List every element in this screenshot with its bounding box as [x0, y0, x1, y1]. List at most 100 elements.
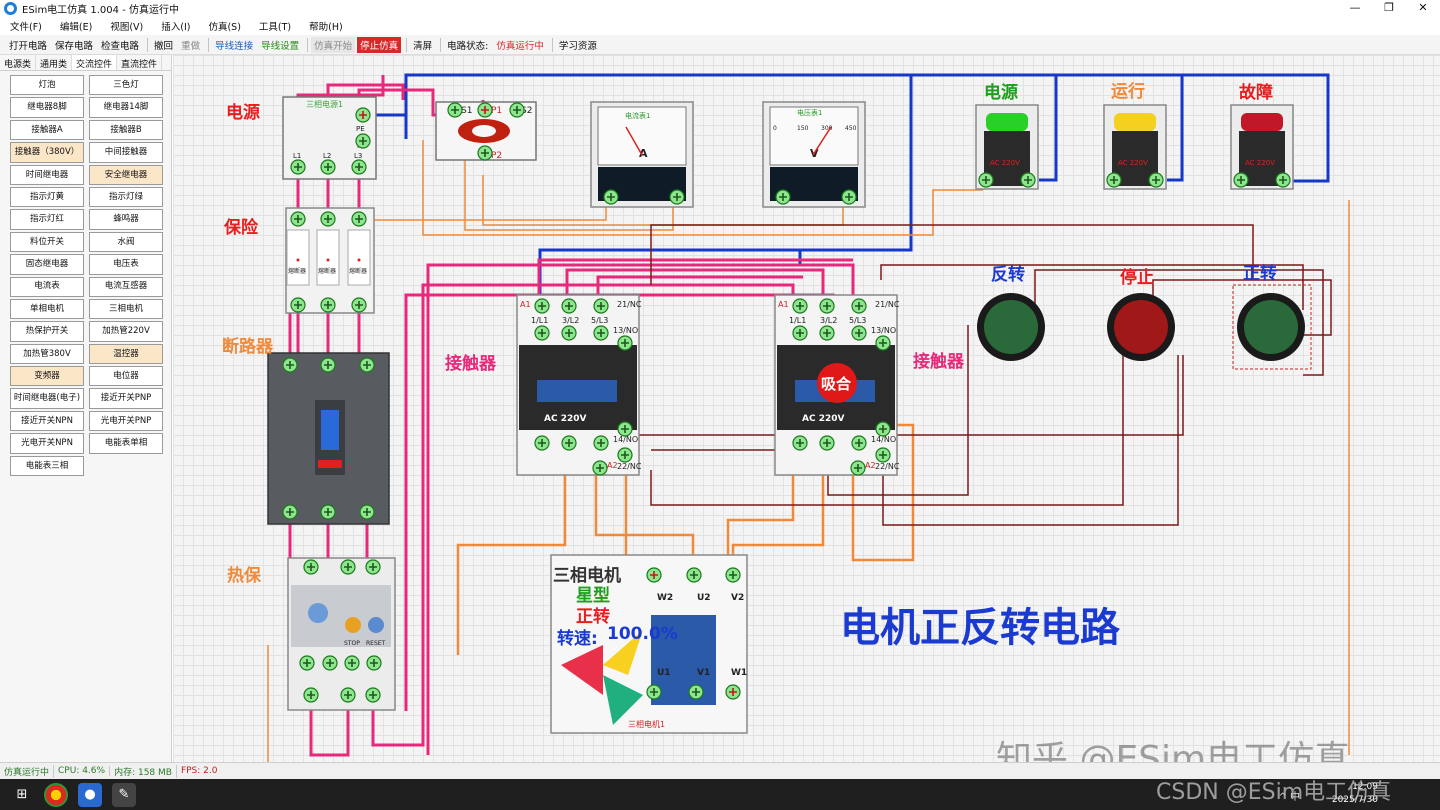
minimize-button[interactable]: —: [1349, 1, 1361, 14]
wire-settings-button[interactable]: 导线设置: [261, 40, 300, 52]
palette-item[interactable]: 光电开关NPN: [10, 433, 84, 454]
menu-bar: 文件(F) 编辑(E) 视图(V) 插入(I) 仿真(S) 工具(T) 帮助(H…: [0, 17, 1440, 35]
palette-item[interactable]: 接近开关NPN: [10, 410, 84, 432]
menu-edit[interactable]: 编辑(E): [59, 22, 93, 33]
palette-item[interactable]: 三色灯: [89, 75, 163, 96]
undo-button[interactable]: 撤回: [154, 40, 174, 52]
terminal-cross: [307, 691, 315, 699]
palette-item[interactable]: 接触器（380V）: [10, 142, 84, 163]
app-icon[interactable]: ✎: [112, 782, 136, 807]
label-breaker: 断路器: [222, 337, 273, 357]
menu-insert[interactable]: 插入(I): [161, 22, 191, 33]
palette-item[interactable]: 单相电机: [10, 298, 84, 320]
palette-item[interactable]: 接触器A: [10, 119, 84, 141]
power-module-l2: L2: [323, 152, 331, 160]
palette-item[interactable]: 安全继电器: [89, 164, 163, 185]
palette-item[interactable]: 电能表单相: [89, 433, 163, 454]
palette-item[interactable]: 热保护开关: [10, 321, 84, 342]
wiring-layer: 三相电源1PENL1L2L3S1P1S2P2电流表1A电压表1015030045…: [267, 73, 1350, 762]
system-tray[interactable]: ^ 中: [1278, 792, 1300, 803]
ct-hole: [472, 125, 496, 137]
palette-item[interactable]: 接近开关PNP: [89, 388, 163, 409]
sim-start-button[interactable]: 仿真开始: [311, 36, 356, 53]
menu-tools[interactable]: 工具(T): [258, 22, 292, 33]
tab-ac-controls[interactable]: 交流控件: [72, 55, 118, 70]
palette-item[interactable]: 灯泡: [10, 75, 84, 96]
palette-item[interactable]: 变频器: [10, 366, 84, 387]
tab-dc-controls[interactable]: 直流控件: [117, 55, 163, 70]
save-circuit-button[interactable]: 保存电路: [55, 40, 94, 52]
palette-item[interactable]: 三相电机: [89, 298, 163, 320]
palette-item[interactable]: 继电器14脚: [89, 97, 163, 118]
app-logo-icon: [4, 2, 17, 15]
redo-button[interactable]: 重做: [181, 40, 201, 52]
wire-pink-cross-1: [371, 283, 795, 747]
ammeter-name: 电流表1: [625, 111, 650, 120]
power-module-name: 三相电源1: [306, 99, 343, 109]
palette-item[interactable]: 继电器8脚: [10, 97, 84, 118]
button-forward-cap: [1244, 300, 1298, 354]
palette-item[interactable]: 电流互感器: [89, 276, 163, 297]
palette-item[interactable]: 电能表三相: [10, 455, 84, 477]
menu-file[interactable]: 文件(F): [10, 22, 42, 33]
wire-dark-ctrl-8: [1152, 279, 1332, 336]
menu-view[interactable]: 视图(V): [110, 22, 144, 33]
label-lamp-power: 电源: [984, 83, 1018, 103]
palette-item[interactable]: 电位器: [89, 366, 163, 387]
close-button[interactable]: ✕: [1418, 1, 1428, 14]
palette-item[interactable]: 水阀: [89, 231, 163, 253]
palette-item[interactable]: 时间继电器: [10, 164, 84, 185]
palette-item[interactable]: 电压表: [89, 254, 163, 275]
contactor-1-22nc: 22/NC: [617, 462, 642, 471]
button-reverse-cap: [984, 300, 1038, 354]
circuit-canvas[interactable]: 三相电源1PENL1L2L3S1P1S2P2电流表1A电压表1015030045…: [173, 55, 1440, 762]
chrome-icon[interactable]: [44, 782, 68, 807]
check-circuit-button[interactable]: 检查电路: [101, 40, 140, 52]
motor-direction: 正转: [576, 607, 610, 627]
palette-item[interactable]: 固态继电器: [10, 254, 84, 275]
palette-item[interactable]: 加热管380V: [10, 343, 84, 365]
palette-item[interactable]: 指示灯黄: [10, 186, 84, 208]
motor-fan-blade-yellow: [603, 630, 643, 675]
contactor-2-engaged-label: 吸合: [821, 375, 852, 393]
palette-item[interactable]: 温控器: [89, 343, 163, 365]
tab-general[interactable]: 通用类: [36, 55, 73, 70]
palette-item[interactable]: 料位开关: [10, 231, 84, 253]
voltmeter-tick: 150: [797, 125, 809, 132]
terminal-cross: [286, 508, 294, 516]
palette-item[interactable]: 指示灯绿: [89, 186, 163, 208]
maximize-button[interactable]: ❐: [1384, 1, 1394, 14]
window-title: ESim电工仿真 1.004 - 仿真运行中: [22, 5, 179, 16]
sim-stop-button[interactable]: 停止仿真: [357, 36, 402, 53]
open-circuit-button[interactable]: 打开电路: [9, 40, 48, 52]
windows-start-icon[interactable]: ⊞: [16, 787, 28, 802]
clear-screen-button[interactable]: 清屏: [413, 40, 433, 52]
palette-item[interactable]: 加热管220V: [89, 321, 163, 342]
tab-power[interactable]: 电源类: [0, 55, 37, 70]
menu-help[interactable]: 帮助(H): [309, 22, 343, 33]
wire-connect-button[interactable]: 导线连接: [215, 40, 254, 52]
terminal-cross: [621, 425, 629, 433]
palette-item[interactable]: 电流表: [10, 276, 84, 297]
contactor-1-a1: A1: [520, 300, 531, 309]
terminal-cross: [779, 193, 787, 201]
terminal-cross: [1110, 176, 1118, 184]
esim-app-icon[interactable]: ●: [78, 782, 102, 807]
terminal-cross: [359, 111, 367, 119]
palette-item[interactable]: 光电开关PNP: [89, 410, 163, 432]
terminal-cross: [294, 215, 302, 223]
clock[interactable]: 12:09 2025/7/30: [1332, 781, 1378, 807]
palette-item[interactable]: 中间接触器: [89, 142, 163, 163]
palette-item[interactable]: 蜂鸣器: [89, 209, 163, 230]
contactor-2-21nc: 21/NC: [875, 300, 900, 309]
fuse-indicator: [296, 258, 300, 262]
menu-simulate[interactable]: 仿真(S): [208, 22, 241, 33]
learning-resources-button[interactable]: 学习资源: [558, 40, 597, 52]
terminal-cross: [621, 451, 629, 459]
palette-item[interactable]: 指示灯红: [10, 209, 84, 230]
terminal-cross: [597, 329, 605, 337]
fuse-cartridge: [286, 229, 310, 286]
palette-item[interactable]: 接触器B: [89, 119, 163, 141]
palette-item[interactable]: 时间继电器(电子): [10, 388, 84, 409]
